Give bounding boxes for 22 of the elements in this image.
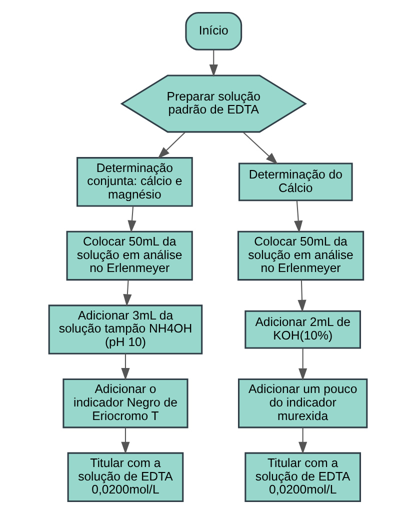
arrow <box>121 354 130 380</box>
node-box: Colocar 50mL da solução em análise no Erlenmeyer <box>66 230 193 281</box>
node-box: Determinação do Cálcio <box>238 162 353 202</box>
arrow <box>298 348 308 381</box>
node-box: Adicionar o indicador Negro de Eriocromo T <box>62 378 188 428</box>
arrow <box>242 132 278 164</box>
arrow <box>158 132 186 159</box>
node-box: Adicionar um pouco do indicador murexida <box>238 378 368 428</box>
node-box: Titular com a solução de EDTA 0,0200mol/L <box>244 452 361 502</box>
arrow <box>298 427 308 454</box>
arrow <box>294 200 303 234</box>
arrow <box>123 280 132 307</box>
arrow <box>298 280 306 312</box>
node-box: Adicionar 2mL de KOH(10%) <box>244 310 361 349</box>
node-box: Adicionar 3mL da solução tampão NH4OH (pH 10) <box>48 304 203 354</box>
node-box: Colocar 50mL da solução em análise no Erlenmeyer <box>237 230 364 281</box>
arrow <box>128 206 136 233</box>
node-box: Titular com a solução de EDTA 0,0200mol/L <box>67 452 184 502</box>
arrow <box>121 427 130 454</box>
node-box: Início <box>185 12 242 50</box>
arrow <box>209 50 218 77</box>
node-box: Determinação conjunta: cálcio e magnésio <box>76 157 193 207</box>
